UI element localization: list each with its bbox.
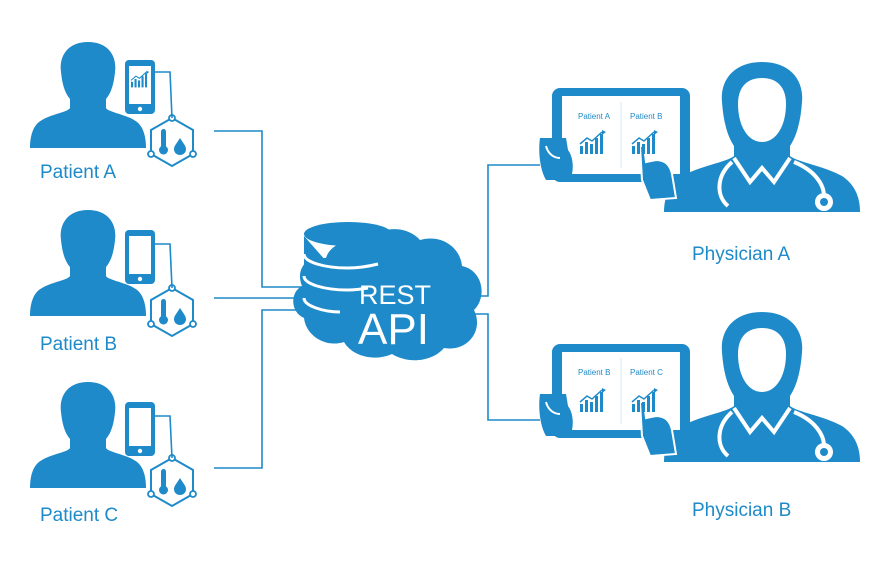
tablet-b-right-label: Patient C [630, 368, 663, 377]
patient-b-label: Patient B [40, 334, 118, 355]
doctor-stethoscope-icon [662, 310, 862, 464]
patient-c [30, 382, 197, 507]
doctor-stethoscope-icon [662, 60, 862, 214]
patient-c-label: Patient C [40, 505, 119, 526]
patient-b [30, 210, 197, 337]
connector-physician-b [464, 313, 540, 421]
database-cloud-icon [293, 222, 482, 361]
tablet-a-right-label: Patient B [630, 112, 663, 121]
connector-patient-c [214, 309, 318, 469]
patient-a-label: Patient A [40, 162, 117, 183]
api-rest-label: REST [359, 280, 432, 310]
connector-patient-a [214, 130, 318, 288]
physician-a [538, 60, 862, 214]
thermometer-drop-hex-icon [147, 454, 197, 507]
physician-b [538, 310, 862, 464]
tablet-a-left-label: Patient A [578, 112, 611, 121]
thermometer-drop-hex-icon [147, 284, 197, 337]
tablet-icon [538, 87, 691, 201]
tablet-icon [538, 343, 691, 457]
physician-a-label: Physician A [692, 244, 791, 265]
smartphone-icon [125, 402, 155, 456]
smartphone-chart-icon [125, 60, 155, 114]
smartphone-icon [125, 230, 155, 284]
patient-a [30, 42, 197, 167]
thermometer-drop-hex-icon [147, 114, 197, 167]
api-api-label: API [358, 305, 429, 354]
tablet-b-left-label: Patient B [578, 368, 611, 377]
physician-b-label: Physician B [692, 500, 792, 521]
